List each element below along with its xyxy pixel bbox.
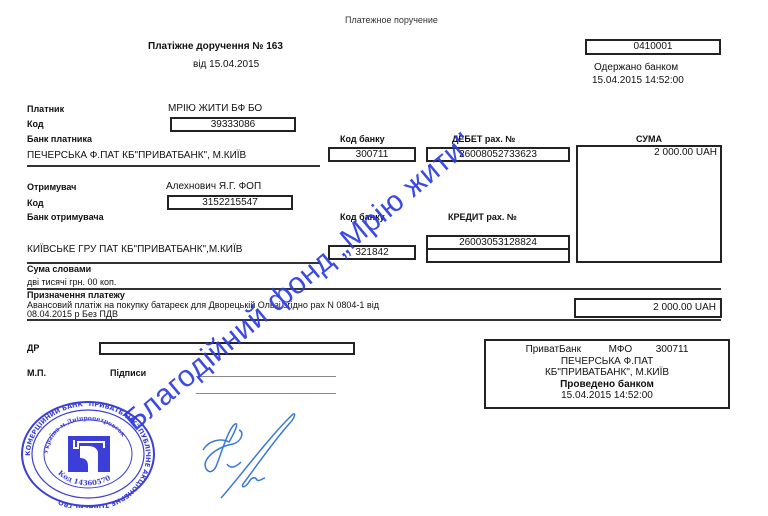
payer-bank-code-label: Код банку xyxy=(340,134,385,144)
stamp-mfo: 300711 xyxy=(655,344,689,355)
recipient-bank-code-label: Код банку xyxy=(340,212,385,222)
signature xyxy=(195,402,305,502)
watermark: Благодійний фонд „Мрію жити" xyxy=(118,126,480,438)
recipient-code-label: Код xyxy=(27,198,44,208)
recipient-bank-underline xyxy=(27,262,320,264)
document-title: Платіжне доручення № 163 xyxy=(148,41,283,52)
document-date: від 15.04.2015 xyxy=(193,59,260,70)
stamp-mfo-label: МФО xyxy=(608,344,633,355)
dr-label: ДР xyxy=(27,343,40,353)
payer-name: МРІЮ ЖИТИ БФ БО xyxy=(168,103,263,114)
signature-line-2 xyxy=(196,393,336,394)
bank-processed-stamp: ПриватБанк МФО 300711 ПЕЧЕРСЬКА Ф.ПАТ КБ… xyxy=(484,339,730,409)
recipient-name: Алехнович Я.Г. ФОП xyxy=(166,181,262,192)
stamp-bank-line: ПриватБанк МФО 300711 xyxy=(486,344,728,356)
stamp-branch-line1: ПЕЧЕРСЬКА Ф.ПАТ xyxy=(560,355,654,367)
amount-words-divider xyxy=(27,288,721,290)
amount-value: 2 000.00 UAH xyxy=(654,147,717,158)
form-code-box: 0410001 xyxy=(585,39,721,55)
amount-words-value: дві тисячі грн. 00 коп. xyxy=(27,277,117,287)
purpose-divider xyxy=(27,319,721,321)
debit-account-box: 26008052733623 xyxy=(426,147,570,162)
recipient-label: Отримувач xyxy=(27,182,77,192)
amount-label: СУМА xyxy=(636,134,662,144)
purpose-amount-box: 2 000.00 UAH xyxy=(574,298,722,318)
recipient-bank-label: Банк отримувача xyxy=(27,212,104,222)
amount-words-label: Сума словами xyxy=(27,264,92,274)
payer-bank-label: Банк платника xyxy=(27,134,92,144)
received-label: Одержано банком xyxy=(594,62,679,73)
mp-label: М.П. xyxy=(27,368,46,378)
stamp-branch-line2: КБ"ПРИВАТБАНК", М.КИЇВ xyxy=(544,367,670,378)
bank-seal: КОМЕРЦІЙНИЙ БАНК "ПРИВАТБАНК" ПУБЛІЧНЕ А… xyxy=(18,396,158,512)
recipient-code-box: 3152215547 xyxy=(167,195,293,210)
credit-account-value: 26003053128824 xyxy=(428,237,568,250)
stamp-bank-name: ПриватБанк xyxy=(525,344,582,355)
signature-line-1 xyxy=(196,376,336,377)
purpose-line2: 08.04.2015 р Без ПДВ xyxy=(27,309,118,319)
stamp-processed-datetime: 15.04.2015 14:52:00 xyxy=(561,390,653,401)
payer-code-label: Код xyxy=(27,119,44,129)
purpose-amount-value: 2 000.00 UAH xyxy=(653,302,716,313)
purpose-line1: Авансовий платіж на покупку батареєк для… xyxy=(27,300,379,310)
svg-text:Україна м.Дніпропетровськ: Україна м.Дніпропетровськ xyxy=(43,415,127,454)
credit-account-box: 26003053128824 xyxy=(426,235,570,263)
payer-bank-underline xyxy=(27,165,320,167)
seal-icon: КОМЕРЦІЙНИЙ БАНК "ПРИВАТБАНК" ПУБЛІЧНЕ А… xyxy=(21,400,155,512)
signatures-label: Підписи xyxy=(110,368,147,378)
payer-label: Платник xyxy=(27,104,65,114)
stamp-processed-label: Проведено банком xyxy=(560,378,654,390)
debit-account-label: ДЕБЕТ рах. № xyxy=(452,134,516,144)
form-name: Платежное поручение xyxy=(345,15,438,25)
amount-box: 2 000.00 UAH xyxy=(576,145,722,263)
received-datetime: 15.04.2015 14:52:00 xyxy=(592,75,684,86)
recipient-bank-name: КИЇВСЬКЕ ГРУ ПАТ КБ"ПРИВАТБАНК",М.КИЇВ xyxy=(27,244,243,255)
dr-field xyxy=(99,342,355,355)
payer-bank-code-box: 300711 xyxy=(328,147,416,162)
payer-code-box: 39333086 xyxy=(170,117,296,132)
signature-icon xyxy=(202,413,296,499)
payer-bank-name: ПЕЧЕРСЬКА Ф.ПАТ КБ"ПРИВАТБАНК", М.КИЇВ xyxy=(27,150,247,161)
credit-account-label: КРЕДИТ рах. № xyxy=(448,212,517,222)
recipient-bank-code-box: 321842 xyxy=(328,245,416,260)
purpose-label: Призначення платежу xyxy=(27,290,125,300)
